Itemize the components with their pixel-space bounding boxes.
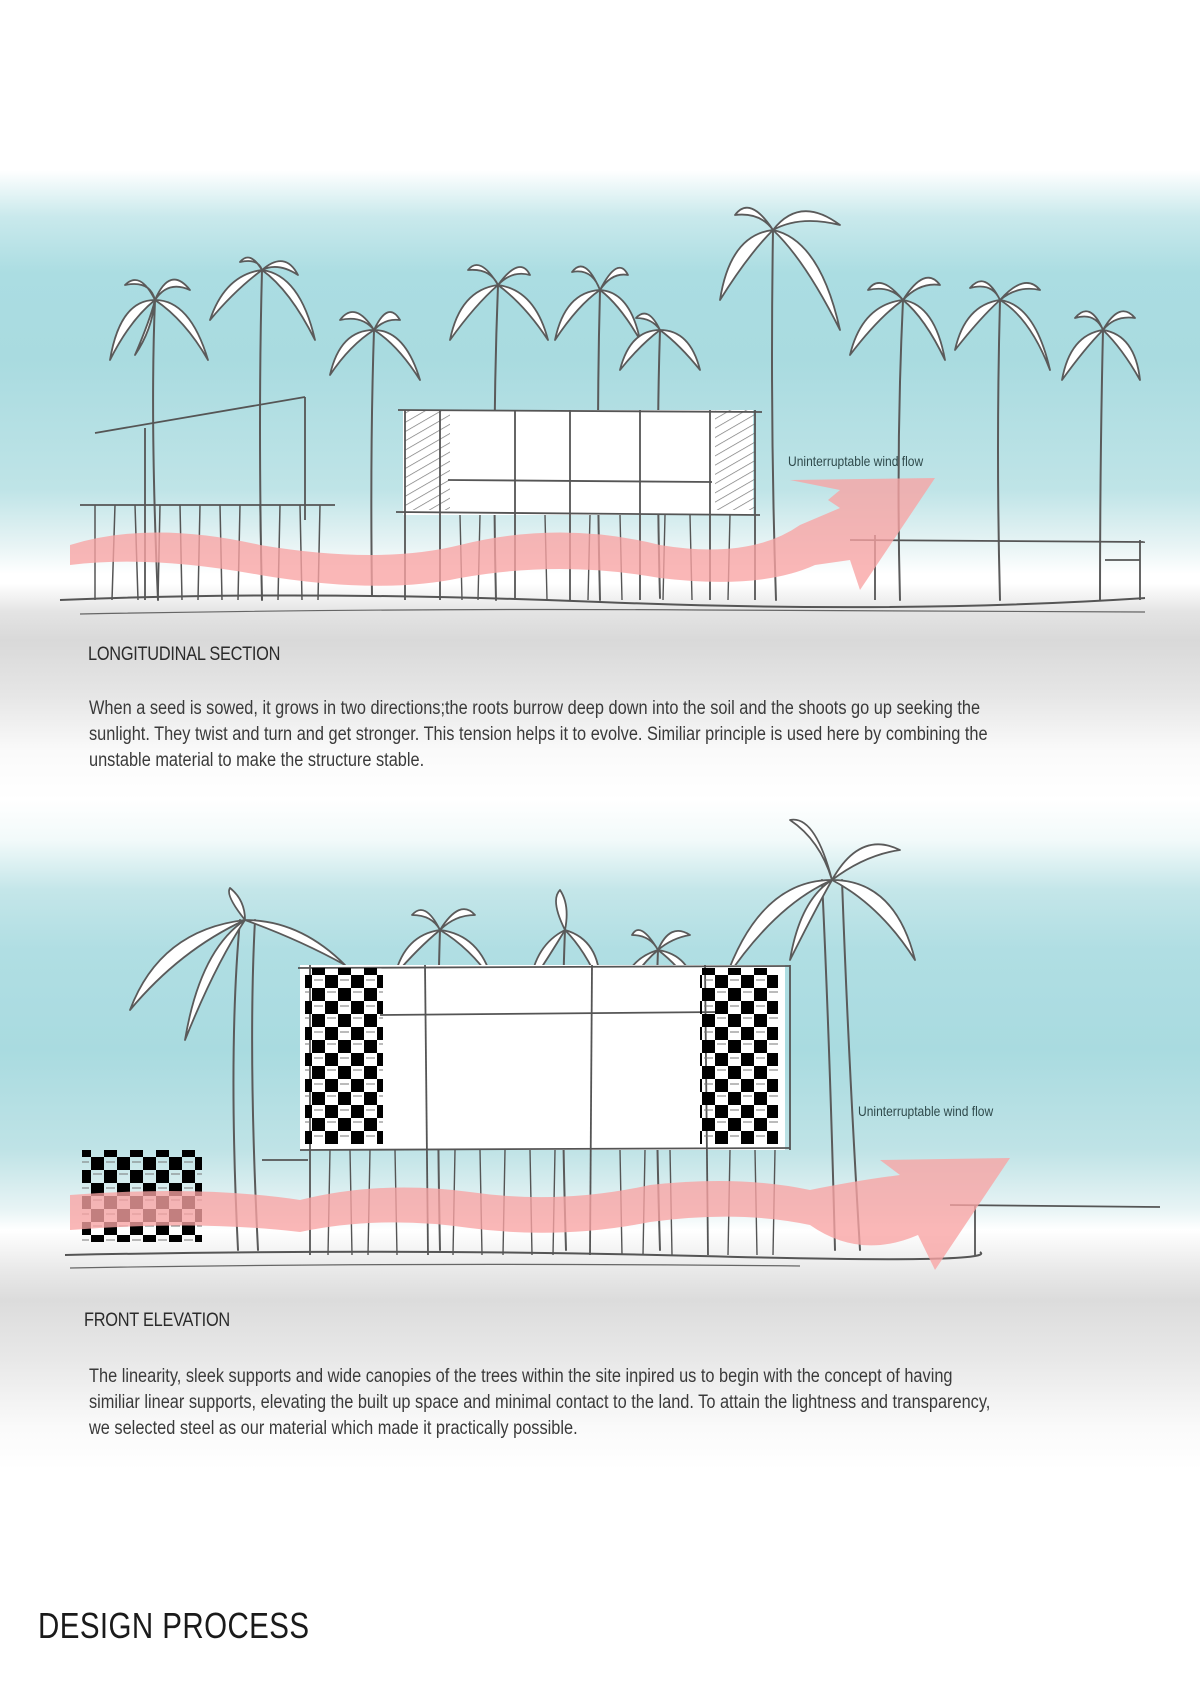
wind-flow-arrow-1 <box>70 478 935 590</box>
palm-crown-8 <box>849 276 946 361</box>
palm-crown-4 <box>449 264 549 341</box>
palm-crown-3 <box>329 311 421 381</box>
wind-flow-label-2: Uninterruptable wind flow <box>858 1103 994 1119</box>
section-title-front-elevation: FRONT ELEVATION <box>84 1310 230 1331</box>
palm-crown-e5 <box>724 818 916 981</box>
section-description-longitudinal: When a seed is sowed, it grows in two di… <box>89 698 988 771</box>
front-elevation-sketch <box>64 818 1161 1270</box>
wind-flow-label-1: Uninterruptable wind flow <box>788 453 924 469</box>
palm-crown-7 <box>719 206 841 331</box>
palm-crown-10 <box>1061 310 1141 381</box>
palm-crown-9 <box>954 280 1051 371</box>
section-title-longitudinal: LONGITUDINAL SECTION <box>88 644 281 665</box>
palm-crown-2 <box>209 256 316 341</box>
screen-panel-left <box>305 968 383 1144</box>
palm-crown-1 <box>109 278 209 361</box>
wind-flow-arrow-2 <box>70 1158 1010 1270</box>
section-description-front-elevation: The linearity, sleek supports and wide c… <box>89 1366 991 1439</box>
gray-wash-section <box>0 640 1200 800</box>
page-title: DESIGN PROCESS <box>38 1605 310 1646</box>
gray-wash-elevation <box>0 1300 1200 1470</box>
palm-crown-6 <box>619 312 701 371</box>
palm-crown-5 <box>554 265 641 341</box>
longitudinal-section-sketch <box>59 206 1146 615</box>
screen-panel-right <box>700 968 778 1144</box>
